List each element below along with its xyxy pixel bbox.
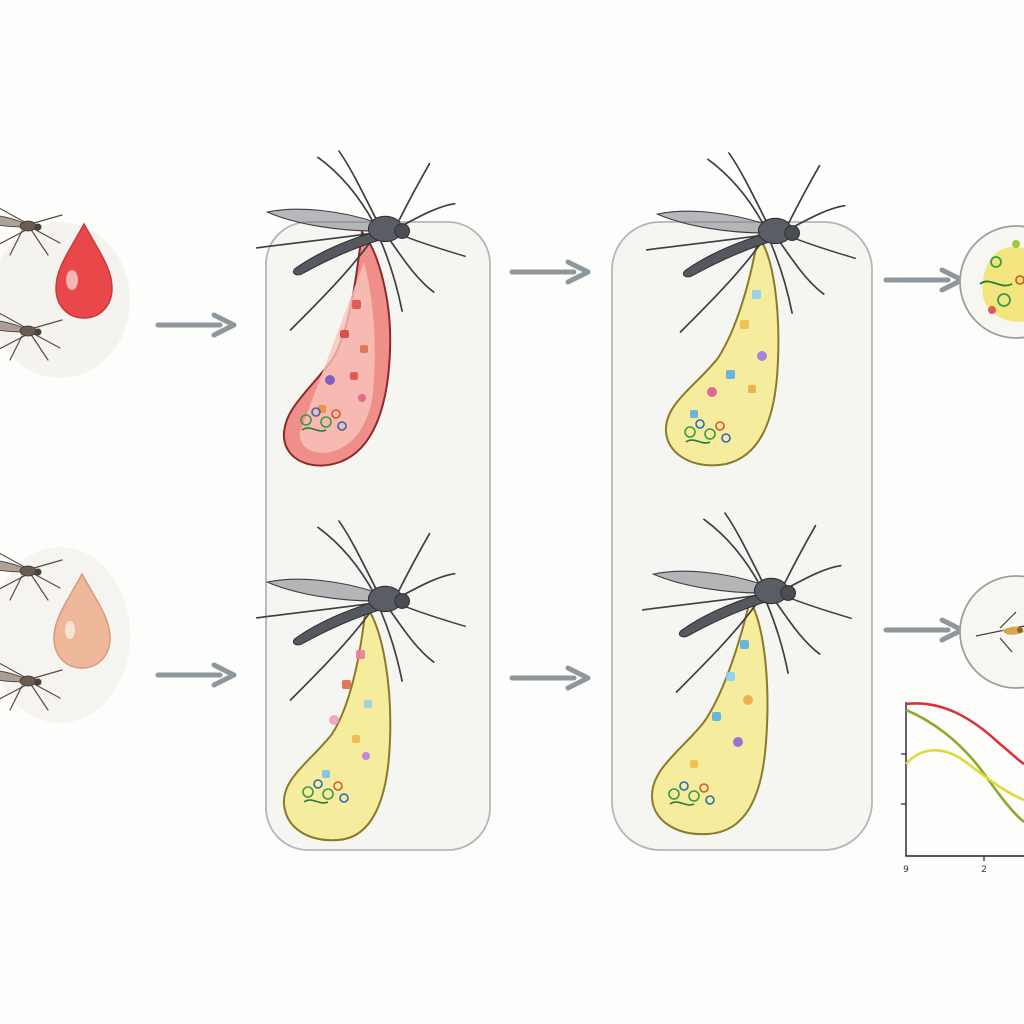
panel-late: [611, 152, 873, 851]
plot-axes: [905, 702, 1024, 857]
gut-sugar-bottom: [282, 603, 392, 842]
x-tick-label: 2: [981, 865, 987, 875]
sugar-drop-icon: [53, 572, 111, 669]
microbiome-circle-top: [959, 225, 1024, 339]
plot-series-red: [905, 702, 1024, 766]
gut-bottom-late: [650, 597, 769, 836]
gut-top-late: [664, 233, 780, 467]
panel-early: [255, 150, 491, 851]
blood-fed-group: [0, 202, 130, 378]
plot-series-green: [905, 708, 1024, 823]
x-tick-label: 9: [903, 865, 909, 875]
arrow-right-icon: [158, 315, 234, 335]
microbiome-circle-bottom: [959, 575, 1024, 689]
plot-series-yellow: [905, 748, 1024, 802]
sugar-fed-group: [0, 547, 130, 723]
gut-blood-top: [282, 229, 392, 467]
arrow-right-icon: [512, 262, 588, 282]
arrow-right-icon: [512, 668, 588, 688]
arrow-right-icon: [158, 665, 234, 685]
line-plot: 9 2: [901, 702, 1024, 875]
arrow-right-icon: [886, 620, 962, 640]
arrow-right-icon: [886, 270, 962, 290]
blood-drop-icon: [55, 222, 113, 319]
